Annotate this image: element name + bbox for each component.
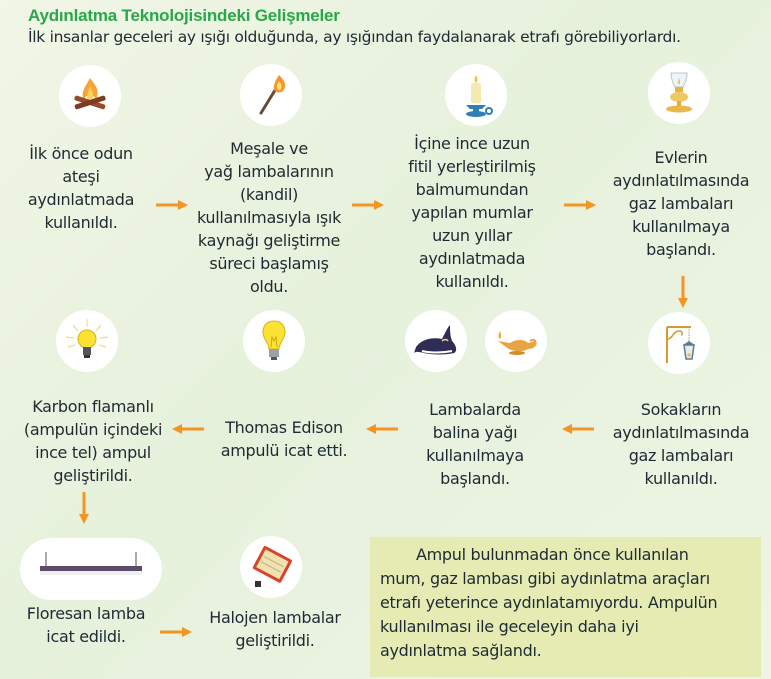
arrow-left-icon [562, 424, 594, 434]
arrow-right-icon [160, 627, 192, 637]
note-line: mum, gaz lambası gibi aydınlatma araçlar… [380, 569, 710, 588]
note-line: kullanılması ile geceleyin daha iyi [380, 617, 639, 636]
oil-lamp-icon [648, 62, 710, 124]
page-title: Aydınlatma Teknolojisindeki Gelişmeler [28, 6, 340, 25]
arrow-left-icon [366, 424, 398, 434]
intro-text: İlk insanlar geceleri ay ışığı olduğunda… [28, 28, 681, 46]
candle-icon [445, 64, 507, 126]
halogen-lamp-icon [240, 536, 302, 598]
torch-icon [240, 64, 302, 126]
arrow-left-icon [172, 424, 204, 434]
campfire-icon [59, 65, 121, 127]
whale-icon [405, 310, 467, 372]
arrow-down-icon [79, 492, 89, 524]
arrow-right-icon [352, 200, 384, 210]
info-note-box: Ampul bulunmadan önce kullanılan mum, ga… [370, 537, 761, 677]
note-line: etrafı yeterince aydınlatamıyordu. Ampul… [380, 593, 718, 612]
street-lamp-icon [648, 312, 710, 374]
note-line: aydınlatma sağlandı. [380, 641, 542, 660]
fluorescent-lamp-icon [20, 538, 162, 600]
arrow-right-icon [564, 200, 596, 210]
light-bulb-icon [243, 310, 305, 372]
arrow-right-icon [156, 200, 188, 210]
glowing-bulb-icon [56, 310, 118, 372]
arrow-down-icon [678, 276, 688, 308]
note-line: Ampul bulunmadan önce kullanılan [416, 545, 689, 564]
genie-oil-lamp-icon [485, 310, 547, 372]
